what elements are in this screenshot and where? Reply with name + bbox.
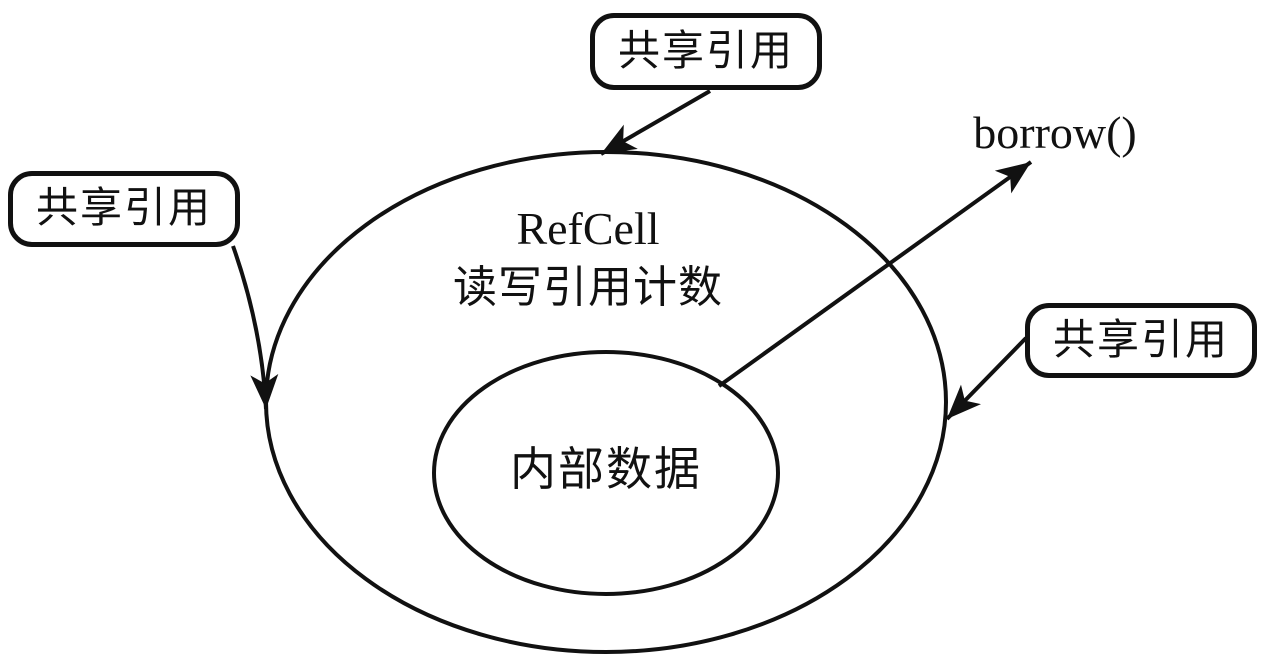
inner-ellipse-label: 内部数据 bbox=[510, 444, 702, 495]
arrow-shared-ref-right bbox=[945, 336, 1028, 421]
label-shared-ref-right-text: 共享引用 bbox=[1052, 317, 1229, 364]
arrow-shared-ref-left bbox=[231, 245, 279, 410]
label-shared-ref-top-text: 共享引用 bbox=[617, 28, 794, 75]
arrow-borrow bbox=[717, 160, 1033, 388]
outer-ellipse-subtitle: 读写引用计数 bbox=[453, 263, 723, 312]
borrow-method-label: borrow() bbox=[973, 107, 1137, 158]
label-shared-ref-left: 共享引用 bbox=[8, 171, 240, 247]
outer-ellipse-title: RefCell bbox=[516, 203, 660, 254]
label-shared-ref-left-text: 共享引用 bbox=[35, 186, 212, 232]
inner-ellipse-shape bbox=[432, 350, 780, 596]
label-shared-ref-top: 共享引用 bbox=[590, 13, 822, 90]
label-shared-ref-right: 共享引用 bbox=[1025, 303, 1257, 378]
arrow-shared-ref-top bbox=[599, 89, 712, 156]
